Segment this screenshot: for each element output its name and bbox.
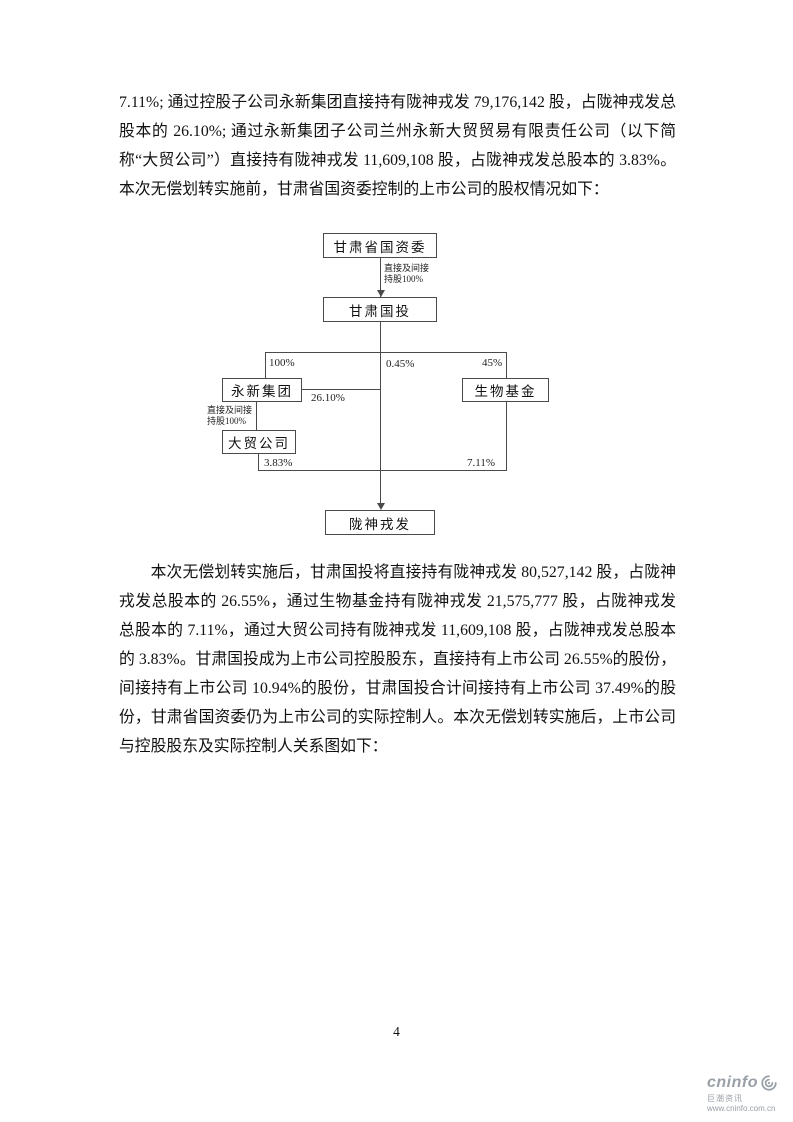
- cninfo-logo: cninfo 巨潮资讯 www.cninfo.com.cn: [707, 1074, 778, 1113]
- label-holding-100-mid: 直接及间接 持股100%: [207, 405, 253, 426]
- connector-yongxin-damao: [256, 402, 257, 430]
- label-pct-2610: 26.10%: [311, 392, 345, 404]
- label-holding-100-top: 直接及间接 持股100%: [384, 263, 430, 284]
- arrowhead-guotou-icon: [377, 290, 385, 297]
- connector-branch-top: [265, 352, 507, 353]
- node-longshen: 陇神戎发: [325, 510, 435, 535]
- label-pct-383: 3.83%: [264, 457, 293, 469]
- cninfo-url: www.cninfo.com.cn: [707, 1104, 776, 1113]
- cninfo-swirl-icon: [760, 1074, 778, 1092]
- connector-sasac-guotou: [380, 258, 381, 297]
- connector-to-biofund: [506, 352, 507, 378]
- label-pct-045: 0.45%: [386, 358, 415, 370]
- label-pct-45: 45%: [482, 357, 503, 369]
- paragraph-holdings-after: 本次无偿划转实施后，甘肃国投将直接持有陇神戎发 80,527,142 股，占陇神…: [119, 564, 676, 755]
- connector-to-yongxin: [265, 352, 266, 378]
- cninfo-logo-text: cninfo: [707, 1074, 758, 1091]
- connector-biofund-down: [506, 402, 507, 470]
- node-biofund: 生物基金: [462, 378, 549, 402]
- paragraph-holdings-before: 7.11%; 通过控股子公司永新集团直接持有陇神戎发 79,176,142 股，…: [119, 94, 676, 198]
- node-yongxin: 永新集团: [222, 378, 302, 402]
- page-number: 4: [393, 1024, 400, 1039]
- node-damao: 大贸公司: [222, 430, 296, 454]
- label-pct-711: 7.11%: [467, 457, 496, 469]
- node-guotou: 甘肃国投: [323, 297, 437, 322]
- cninfo-logo-row: cninfo: [707, 1074, 778, 1092]
- connector-yongxin-centerline: [302, 389, 380, 390]
- connector-center-longshen: [380, 470, 381, 503]
- connector-branch-bottom: [258, 470, 507, 471]
- cninfo-tagline: 巨潮资讯: [707, 1094, 743, 1103]
- arrowhead-longshen-icon: [377, 503, 385, 510]
- node-sasac: 甘肃省国资委: [323, 233, 437, 258]
- label-pct-100: 100%: [269, 357, 295, 369]
- connector-damao-down: [258, 454, 259, 470]
- connector-guotou-center: [380, 322, 381, 470]
